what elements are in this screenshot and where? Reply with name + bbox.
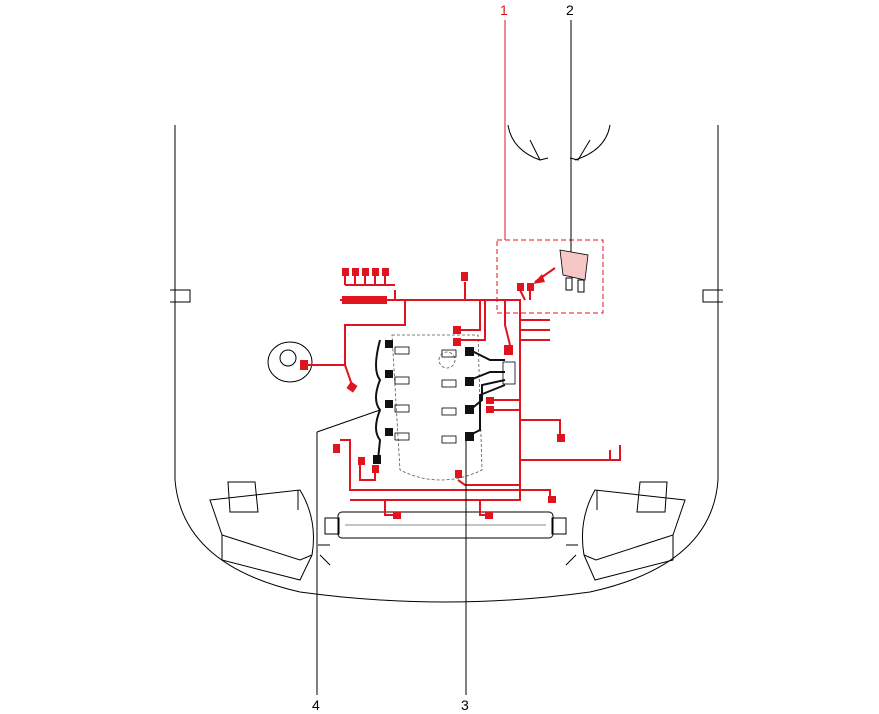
callout-1: 1 [500, 2, 508, 18]
leader-lines [316, 20, 572, 695]
callout-2: 2 [566, 2, 574, 18]
radiator [324, 511, 567, 539]
red-connectors [300, 268, 565, 519]
fuse-detail-box [496, 239, 604, 314]
black-connectors [373, 340, 474, 464]
air-filter [267, 341, 313, 383]
engine-harness [305, 275, 621, 516]
right-headlamp [565, 481, 686, 581]
engine-block [391, 334, 483, 481]
vehicle-outline [170, 124, 723, 603]
callout-4: 4 [312, 697, 320, 713]
left-headlamp [209, 481, 331, 581]
injector-harness [375, 339, 506, 461]
callout-3: 3 [461, 697, 469, 713]
injectors [394, 346, 516, 444]
